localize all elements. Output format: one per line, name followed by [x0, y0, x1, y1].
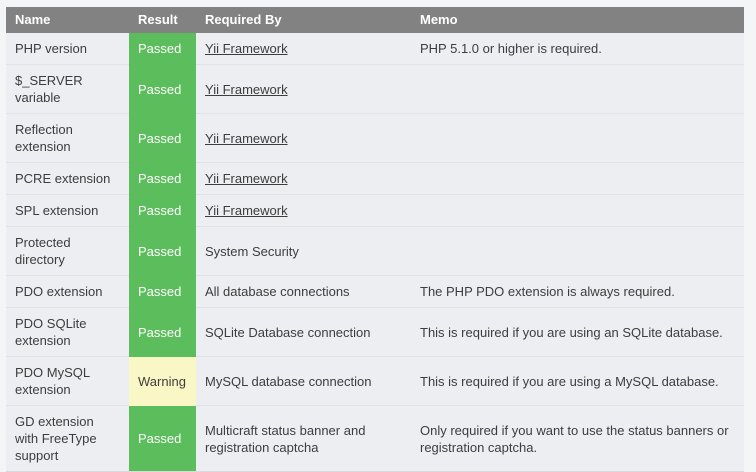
memo-cell: [411, 64, 744, 114]
required-by-link[interactable]: Yii Framework: [205, 203, 288, 218]
requirement-name: $_SERVER variable: [6, 64, 129, 114]
status-badge: Passed: [129, 405, 196, 472]
required-by-cell: MySQL database connection: [196, 356, 411, 406]
memo-cell: PHP 5.1.0 or higher is required.: [411, 33, 744, 65]
required-by-link[interactable]: Yii Framework: [205, 171, 288, 186]
required-by-cell: SQLite Database connection: [196, 307, 411, 357]
required-by-cell: Yii Framework: [196, 64, 411, 114]
memo-cell: [411, 162, 744, 195]
requirement-name: Reflection extension: [6, 113, 129, 163]
requirement-name: PDO extension: [6, 275, 129, 308]
requirements-page: Name Result Required By Memo PHP version…: [6, 7, 744, 472]
memo-cell: [411, 194, 744, 227]
memo-cell: [411, 113, 744, 163]
requirement-name: PDO MySQL extension: [6, 356, 129, 406]
requirement-name: PDO SQLite extension: [6, 307, 129, 357]
required-by-cell: Yii Framework: [196, 162, 411, 195]
column-header-name: Name: [6, 7, 129, 33]
status-badge: Passed: [129, 33, 196, 65]
required-by-link[interactable]: Yii Framework: [205, 130, 288, 146]
status-badge: Passed: [129, 307, 196, 357]
status-badge: Passed: [129, 64, 196, 114]
column-header-result: Result: [129, 7, 196, 33]
required-by-cell: Yii Framework: [196, 113, 411, 163]
status-badge: Passed: [129, 275, 196, 308]
status-badge: Passed: [129, 162, 196, 195]
requirement-name: Protected directory: [6, 226, 129, 276]
requirement-name: PCRE extension: [6, 162, 129, 195]
required-by-cell: Yii Framework: [196, 33, 411, 65]
status-badge: Passed: [129, 194, 196, 227]
required-by-cell: Yii Framework: [196, 194, 411, 227]
required-by-cell: System Security: [196, 226, 411, 276]
status-badge: Passed: [129, 113, 196, 163]
table-header: Name Result Required By Memo: [6, 7, 744, 33]
status-badge: Warning: [129, 356, 196, 406]
column-header-required-by: Required By: [196, 7, 411, 33]
memo-cell: The PHP PDO extension is always required…: [411, 275, 744, 308]
requirement-name: GD extension with FreeType support: [6, 405, 129, 472]
table-header-row: Name Result Required By Memo: [6, 7, 744, 33]
requirement-name: SPL extension: [6, 194, 129, 227]
memo-cell: This is required if you are using an SQL…: [411, 307, 744, 357]
requirement-name: PHP version: [6, 33, 129, 65]
requirements-table: Name Result Required By Memo PHP version…: [6, 7, 744, 472]
memo-cell: Only required if you want to use the sta…: [411, 405, 744, 472]
required-by-link[interactable]: Yii Framework: [205, 41, 288, 56]
column-header-memo: Memo: [411, 7, 744, 33]
memo-cell: This is required if you are using a MySQ…: [411, 356, 744, 406]
memo-cell: [411, 226, 744, 276]
required-by-cell: All database connections: [196, 275, 411, 308]
required-by-cell: Multicraft status banner and registratio…: [196, 405, 411, 472]
status-badge: Passed: [129, 226, 196, 276]
required-by-link[interactable]: Yii Framework: [205, 81, 288, 97]
